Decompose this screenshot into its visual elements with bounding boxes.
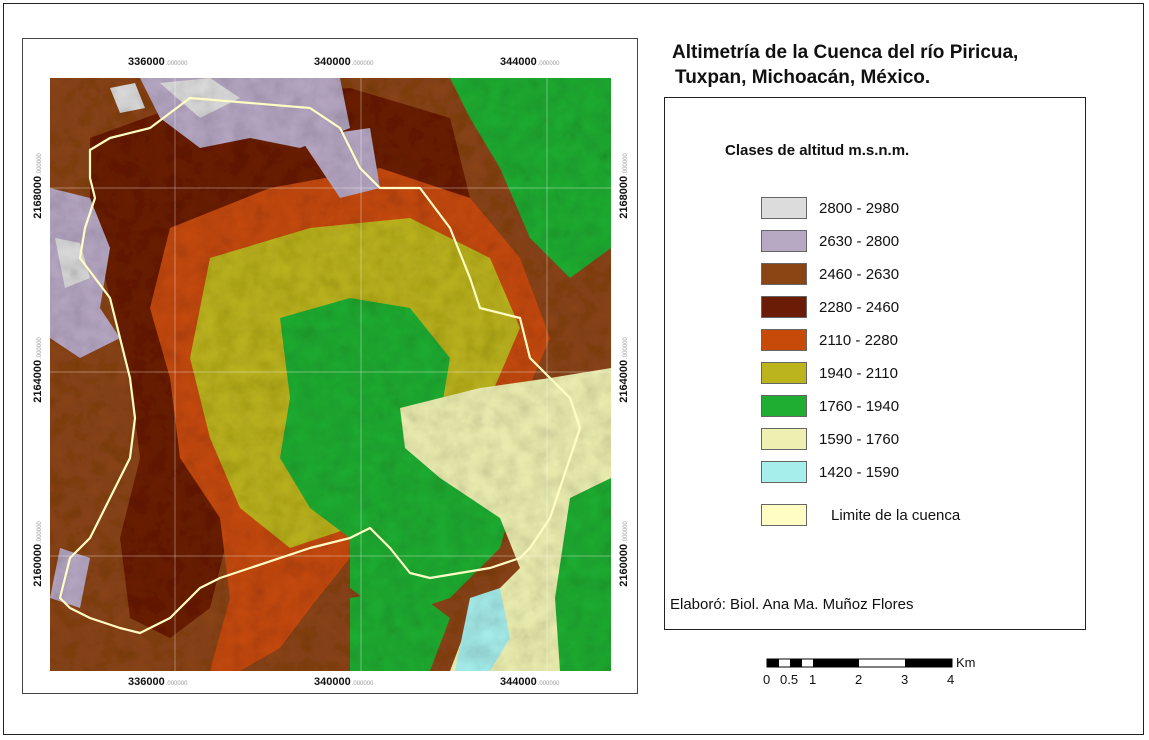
legend-label: 1760 - 1940 xyxy=(819,397,900,415)
y-tick-right-2168000: 2168000.000000 xyxy=(618,153,630,219)
y-tick-right-2164000: 2164000.000000 xyxy=(618,337,630,403)
x-tick-top-336000: 336000.000000 xyxy=(128,56,188,68)
legend-item-1420-1590: 1420 - 1590 xyxy=(761,460,899,484)
basin-boundary xyxy=(58,96,582,635)
x-tick-top-344000: 344000.000000 xyxy=(500,56,560,68)
legend-label: 1420 - 1590 xyxy=(819,463,900,481)
scale-label-0-5: 0.5 xyxy=(780,672,799,687)
x-tick-bottom-344000: 344000.000000 xyxy=(500,676,560,688)
page-frame xyxy=(3,3,1144,735)
elevation-map[interactable] xyxy=(50,78,611,671)
terrain-1420-1590 xyxy=(455,588,510,671)
legend-item-2630-2800: 2630 - 2800 xyxy=(761,229,899,253)
author-credit: Elaboró: Biol. Ana Ma. Muñoz Flores xyxy=(670,596,914,613)
legend-swatch xyxy=(761,395,807,417)
x-tick-bottom-340000: 340000.000000 xyxy=(314,676,374,688)
legend-label: 2630 - 2800 xyxy=(819,232,900,250)
terrain-2800-2980-nw xyxy=(110,83,145,113)
legend-item-1590-1760: 1590 - 1760 xyxy=(761,427,899,451)
legend-item-boundary: Limite de la cuenca xyxy=(761,503,960,527)
y-tick-left-2160000: 2160000.000000 xyxy=(32,521,44,587)
legend-item-2460-2630: 2460 - 2630 xyxy=(761,262,899,286)
legend-swatch xyxy=(761,197,807,219)
legend-swatch xyxy=(761,230,807,252)
scale-bar-graphic xyxy=(766,658,953,668)
scale-label-1: 1 xyxy=(809,672,817,687)
terrain-1760-1940-s xyxy=(350,588,450,671)
legend-label: 2280 - 2460 xyxy=(819,298,900,316)
legend-label: 1590 - 1760 xyxy=(819,430,900,448)
legend-label-boundary: Limite de la cuenca xyxy=(831,506,961,524)
scale-label-2: 2 xyxy=(855,672,863,687)
scale-label-0: 0 xyxy=(763,672,771,687)
terrain-1760-1940 xyxy=(280,298,520,618)
legend-swatch xyxy=(761,296,807,318)
terrain-2630-2800-c xyxy=(300,128,380,198)
legend-label: 2800 - 2980 xyxy=(819,199,900,217)
legend-swatch xyxy=(761,428,807,450)
legend-swatch-boundary xyxy=(761,504,807,526)
legend-swatch xyxy=(761,461,807,483)
scale-bar: Km 0 0.5 1 2 3 4 xyxy=(763,655,996,696)
y-tick-left-2164000: 2164000.000000 xyxy=(32,337,44,403)
scale-label-4: 4 xyxy=(947,672,955,687)
legend: Clases de altitud m.s.n.m. 2800 - 2980 2… xyxy=(664,97,1086,630)
y-tick-right-2160000: 2160000.000000 xyxy=(618,521,630,587)
y-tick-left-2168000: 2168000.000000 xyxy=(32,153,44,219)
map-title-line1: Altimetría de la Cuenca del río Piricua, xyxy=(672,42,1019,63)
legend-item-1940-2110: 1940 - 2110 xyxy=(761,361,898,385)
map-title-line2: Tuxpan, Michoacán, México. xyxy=(675,67,931,88)
legend-label: 1940 - 2110 xyxy=(819,364,898,382)
legend-swatch xyxy=(761,329,807,351)
terrain-1760-1940-se xyxy=(555,478,611,671)
legend-label: 2110 - 2280 xyxy=(819,331,898,349)
legend-swatch xyxy=(761,263,807,285)
x-tick-bottom-336000: 336000.000000 xyxy=(128,676,188,688)
legend-title: Clases de altitud m.s.n.m. xyxy=(725,142,910,159)
elevation-map-svg xyxy=(50,78,611,671)
x-tick-top-340000: 340000.000000 xyxy=(314,56,374,68)
scale-label-3: 3 xyxy=(901,672,909,687)
legend-item-2800-2980: 2800 - 2980 xyxy=(761,196,899,220)
legend-label: 2460 - 2630 xyxy=(819,265,900,283)
terrain-1760-1940-ne xyxy=(450,78,611,278)
legend-item-2280-2460: 2280 - 2460 xyxy=(761,295,899,319)
scale-unit: Km xyxy=(956,655,976,670)
legend-swatch xyxy=(761,362,807,384)
legend-item-2110-2280: 2110 - 2280 xyxy=(761,328,898,352)
terrain-2630-2800-sw xyxy=(50,548,90,608)
legend-item-1760-1940: 1760 - 1940 xyxy=(761,394,899,418)
map-title: Altimetría de la Cuenca del río Piricua,… xyxy=(672,40,1018,90)
